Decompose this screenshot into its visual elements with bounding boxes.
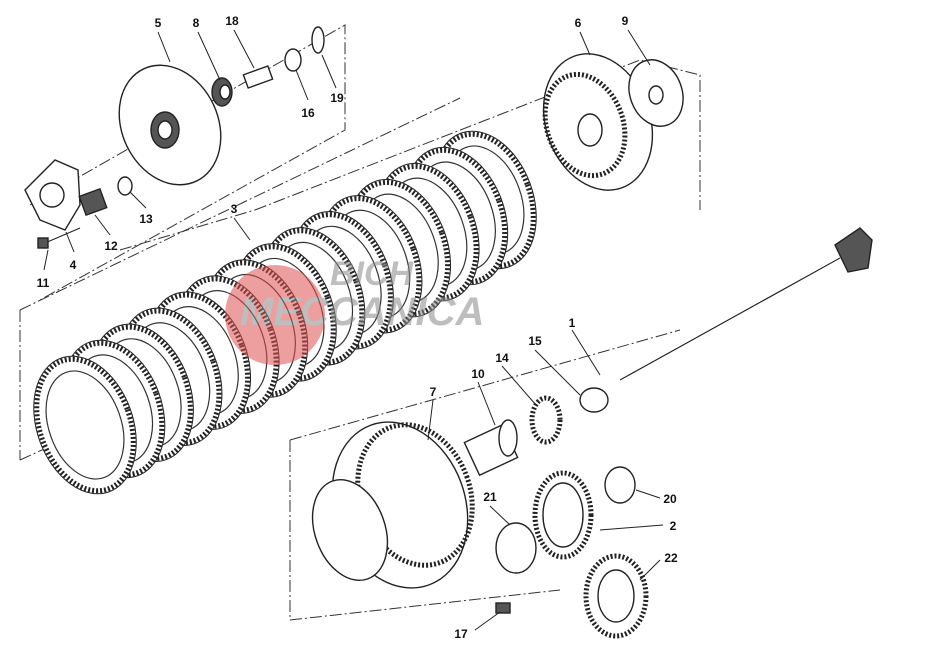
callout-6: 6 <box>575 16 582 30</box>
callout-4: 4 <box>70 258 77 272</box>
callout-2: 2 <box>670 519 677 533</box>
clutch-plate <box>34 356 136 494</box>
clutch-plate <box>119 308 222 446</box>
callout-5: 5 <box>155 16 162 30</box>
pushrod <box>619 227 873 381</box>
clutch-plate-edge <box>33 355 137 495</box>
clutch-plate <box>291 212 393 349</box>
callout-8: 8 <box>193 16 200 30</box>
clutch-plate <box>91 324 193 462</box>
callout-15: 15 <box>528 334 542 348</box>
callout-17: 17 <box>454 627 468 641</box>
bearing-and-nut <box>211 26 325 107</box>
clutch-plate <box>62 340 165 478</box>
clutch-plate <box>234 244 336 381</box>
svg-text:BICH: BICH <box>330 255 415 293</box>
clutch-plate <box>348 179 451 317</box>
callout-10: 10 <box>471 367 485 381</box>
clutch-plate <box>405 147 508 285</box>
callout-22: 22 <box>664 551 678 565</box>
clutch-plate <box>434 131 536 269</box>
callout-19: 19 <box>330 91 344 105</box>
pressure-plate <box>118 64 222 186</box>
callout-11: 11 <box>37 276 50 290</box>
leader-lines <box>43 29 664 631</box>
clutch-plate <box>319 196 422 333</box>
clutch-plate <box>262 228 365 365</box>
callout-3: 3 <box>231 202 238 216</box>
callout-21: 21 <box>483 490 497 504</box>
construction-lines <box>19 24 701 621</box>
bushes <box>463 387 609 477</box>
clutch-plate <box>45 370 125 480</box>
callout-18: 18 <box>225 14 239 28</box>
callout-14: 14 <box>495 351 509 365</box>
callout-9: 9 <box>622 14 629 28</box>
callout-20: 20 <box>663 492 677 506</box>
clutch-basket <box>311 421 475 589</box>
callout-1: 1 <box>569 316 576 330</box>
gears <box>495 466 649 639</box>
svg-text:MECCANICA: MECCANICA <box>240 290 484 334</box>
callout-13: 13 <box>139 212 153 226</box>
clutch-plate <box>377 163 479 301</box>
cover-spring-bolt <box>24 159 133 249</box>
clutch-hub <box>542 53 684 191</box>
callout-12: 12 <box>104 239 118 253</box>
callout-labels: 5 8 18 6 9 16 19 3 13 12 4 11 1 15 14 10… <box>37 14 678 641</box>
callout-7: 7 <box>430 385 437 399</box>
callout-16: 16 <box>301 106 315 120</box>
watermark-logo: BICH MECCANICA <box>225 255 484 365</box>
